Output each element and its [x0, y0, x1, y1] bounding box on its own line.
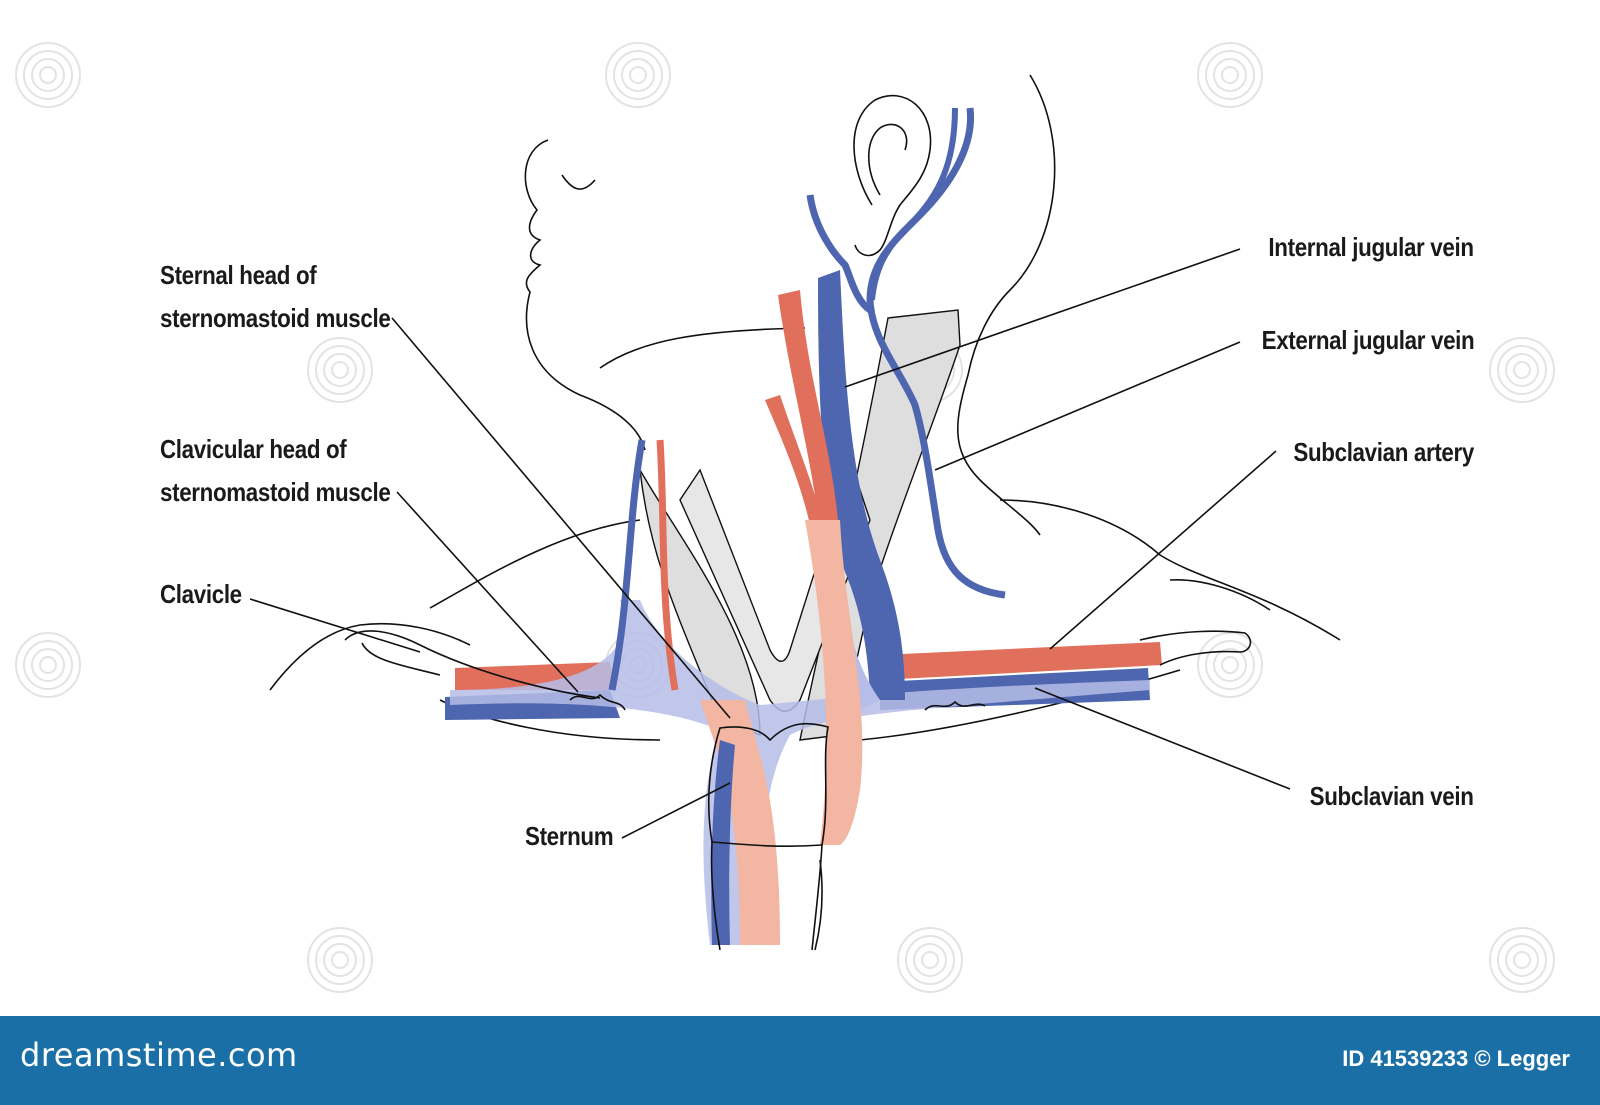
facial-vein [869, 107, 958, 301]
watermark-spiral-icon [31, 648, 65, 682]
watermark-spiral-icon [605, 42, 671, 108]
leader-lines [249, 248, 1291, 839]
watermark-spiral-icon [315, 345, 365, 395]
subclavian-artery-left [880, 642, 1162, 680]
watermark-spiral-icon [1197, 632, 1263, 698]
watermark-spiral-icon [913, 943, 947, 977]
watermark-spiral-icon [905, 935, 955, 985]
footer-bar: dreamstime.com ID 41539233 © Legger [0, 1016, 1600, 1105]
watermark-spiral-icon [1489, 337, 1555, 403]
right-carotid-lower [700, 700, 780, 945]
watermark-spiral-icon [323, 353, 357, 387]
anatomy-diagram: Sternal head of sternomastoid muscle Cla… [15, 42, 1555, 993]
label-subclavian-vein: Subclavian vein [1310, 781, 1474, 811]
watermark-spiral-icon [1205, 50, 1255, 100]
watermark-spiral-icon [23, 640, 73, 690]
footer-brand-logo[interactable]: dreamstime.com [20, 1036, 298, 1074]
label-sternum: Sternum [525, 821, 614, 851]
watermark-spiral-icon [1497, 935, 1547, 985]
watermark-spiral-icon [1213, 648, 1247, 682]
label-internal-jugular-vein: Internal jugular vein [1268, 232, 1475, 262]
watermark-spiral-icon [1505, 943, 1539, 977]
watermark-spiral-icon [15, 42, 81, 108]
brachiocephalic-vein [450, 600, 1150, 945]
label-clavicular-head: Clavicular head of sternomastoid muscle [160, 428, 391, 514]
watermark-spiral-icon [331, 361, 349, 379]
watermark-spiral-icon [1213, 58, 1247, 92]
label-sternal-head: Sternal head of sternomastoid muscle [160, 254, 391, 340]
watermark-spiral-icon [31, 58, 65, 92]
label-clavicular-head-line1: Clavicular head of [160, 434, 347, 464]
watermark-spiral-icon [613, 50, 663, 100]
watermark-spiral-icon [629, 66, 647, 84]
watermark-spiral-icon [1197, 42, 1263, 108]
watermark-spiral-icon [39, 66, 57, 84]
label-sternal-head-line1: Sternal head of [160, 260, 317, 290]
watermark-spiral-icon [897, 927, 963, 993]
watermark-spiral-icon [315, 935, 365, 985]
watermark-spiral-icon [621, 58, 655, 92]
label-sternal-head-line2: sternomastoid muscle [160, 303, 391, 333]
watermark-spiral-icon [39, 656, 57, 674]
watermark-spiral-icon [1205, 640, 1255, 690]
label-clavicular-head-line2: sternomastoid muscle [160, 477, 391, 507]
watermark-spiral-icon [1221, 656, 1239, 674]
body-outline [269, 74, 1341, 951]
watermark-spiral-icon [307, 927, 373, 993]
watermark-spiral-icon [307, 337, 373, 403]
watermark-spiral-icon [921, 951, 939, 969]
external-jugular-tributary [806, 194, 873, 313]
label-external-jugular-vein: External jugular vein [1261, 325, 1474, 355]
footer-credit: ID 41539233 © Legger [1342, 1046, 1570, 1071]
watermark-spiral-icon [1497, 345, 1547, 395]
watermark-spiral-icon [23, 50, 73, 100]
right-internal-jugular [608, 439, 646, 691]
watermark-spiral-icon [331, 951, 349, 969]
right-carotid [656, 439, 679, 691]
watermark-spiral-icon [323, 943, 357, 977]
carotid-artery-lower [805, 520, 863, 845]
label-clavicle: Clavicle [160, 579, 242, 609]
carotid-artery [778, 290, 838, 530]
internal-jugular-vein [818, 270, 905, 700]
watermark-spiral-icon [1221, 66, 1239, 84]
watermark-spiral-icon [1489, 927, 1555, 993]
watermark-spiral-icon [1513, 951, 1531, 969]
carotid-branch [765, 395, 822, 525]
watermark-spiral-icon [1505, 353, 1539, 387]
label-subclavian-artery: Subclavian artery [1293, 437, 1474, 467]
clavicle-outline [344, 630, 1252, 951]
watermark-spiral-icon [1513, 361, 1531, 379]
neck-vessels-illustration [15, 42, 1555, 993]
watermark-spiral-icon [15, 42, 1555, 993]
watermark-spiral-icon [15, 632, 81, 698]
